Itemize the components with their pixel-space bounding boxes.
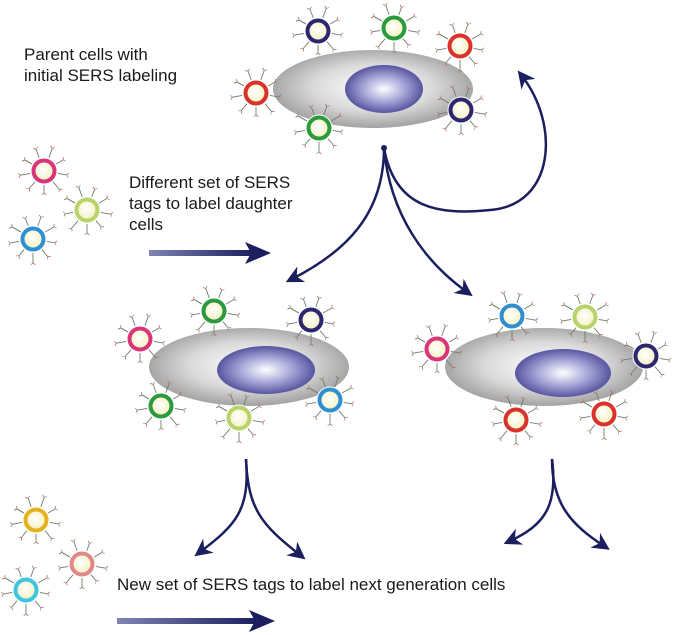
add-next-generation-tags-arrow [117, 610, 275, 632]
daughter-caption-line-1: Different set of SERS [129, 173, 291, 192]
sers-tag [559, 292, 610, 344]
sers-tag [578, 389, 629, 441]
sers-tag [7, 214, 58, 266]
sers-tag [291, 5, 344, 56]
sers-tag [491, 394, 543, 446]
sers-tag [17, 145, 70, 196]
sers-tag [214, 392, 266, 444]
division-arrow-right [382, 147, 473, 297]
right-split-arrow-b [550, 458, 610, 550]
parent-caption-line-2: initial SERS labeling [24, 66, 178, 85]
next-generation-caption: New set of SERS tags to label next gener… [117, 574, 505, 595]
parent-cell [273, 50, 473, 128]
sers-tag [134, 380, 187, 431]
sers-tag [229, 67, 282, 118]
daughter-caption-line-3: cells [129, 215, 164, 234]
next-generation-caption-text: New set of SERS tags to label next gener… [117, 575, 506, 594]
sers-tag [304, 375, 355, 427]
right-split-arrow-a [503, 458, 555, 545]
sers-tag [113, 313, 166, 364]
left-split-arrow-b [244, 458, 306, 560]
cell-nucleus [217, 346, 315, 394]
daughter-cell-right [445, 328, 643, 406]
sers-tag [293, 103, 344, 155]
sers-tag [434, 21, 485, 73]
sers-tag [487, 290, 539, 342]
sers-tag [436, 84, 488, 136]
sers-tag [619, 330, 672, 381]
sers-tag [285, 295, 336, 347]
sers-tag [189, 285, 241, 337]
sers-tag [369, 2, 421, 54]
cell-nucleus [345, 65, 423, 113]
sers-tag [410, 323, 463, 374]
sers-tag [9, 494, 62, 545]
left-split-arrow-a [194, 458, 248, 557]
recycle-arrow [382, 70, 548, 213]
sers-tag [57, 538, 109, 590]
daughter-caption-line-2: tags to label daughter [129, 194, 293, 213]
division-arrow-left [285, 147, 386, 283]
branch-point-dot [381, 145, 387, 151]
parent-caption-line-1: Parent cells with [24, 45, 148, 64]
daughter-cell-left [149, 328, 349, 406]
parent-cells-caption: Parent cells with initial SERS labeling [24, 44, 177, 86]
cell-nucleus [515, 349, 611, 397]
sers-tag [0, 565, 51, 617]
sers-tag [62, 184, 114, 236]
daughter-tags-caption: Different set of SERS tags to label daug… [129, 172, 293, 235]
add-daughter-tags-arrow [149, 242, 271, 264]
